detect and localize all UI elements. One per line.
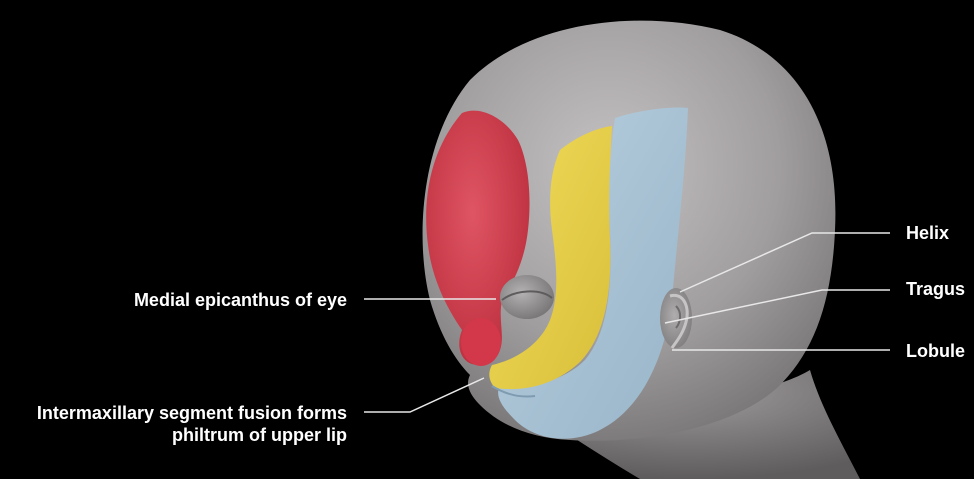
label-helix: Helix <box>906 222 949 244</box>
leader-intermaxillary <box>364 378 484 412</box>
nose <box>461 318 501 366</box>
label-intermaxillary-line2: philtrum of upper lip <box>4 424 347 446</box>
label-lobule-text: Lobule <box>906 341 965 361</box>
label-lobule: Lobule <box>906 340 965 362</box>
label-helix-text: Helix <box>906 223 949 243</box>
label-intermaxillary-line1: Intermaxillary segment fusion forms <box>4 402 347 424</box>
label-tragus-text: Tragus <box>906 279 965 299</box>
label-medial-epicanthus-text: Medial epicanthus of eye <box>60 289 347 311</box>
label-tragus: Tragus <box>906 278 965 300</box>
label-intermaxillary: Intermaxillary segment fusion forms phil… <box>4 402 347 446</box>
label-medial-epicanthus: Medial epicanthus of eye <box>60 289 347 311</box>
